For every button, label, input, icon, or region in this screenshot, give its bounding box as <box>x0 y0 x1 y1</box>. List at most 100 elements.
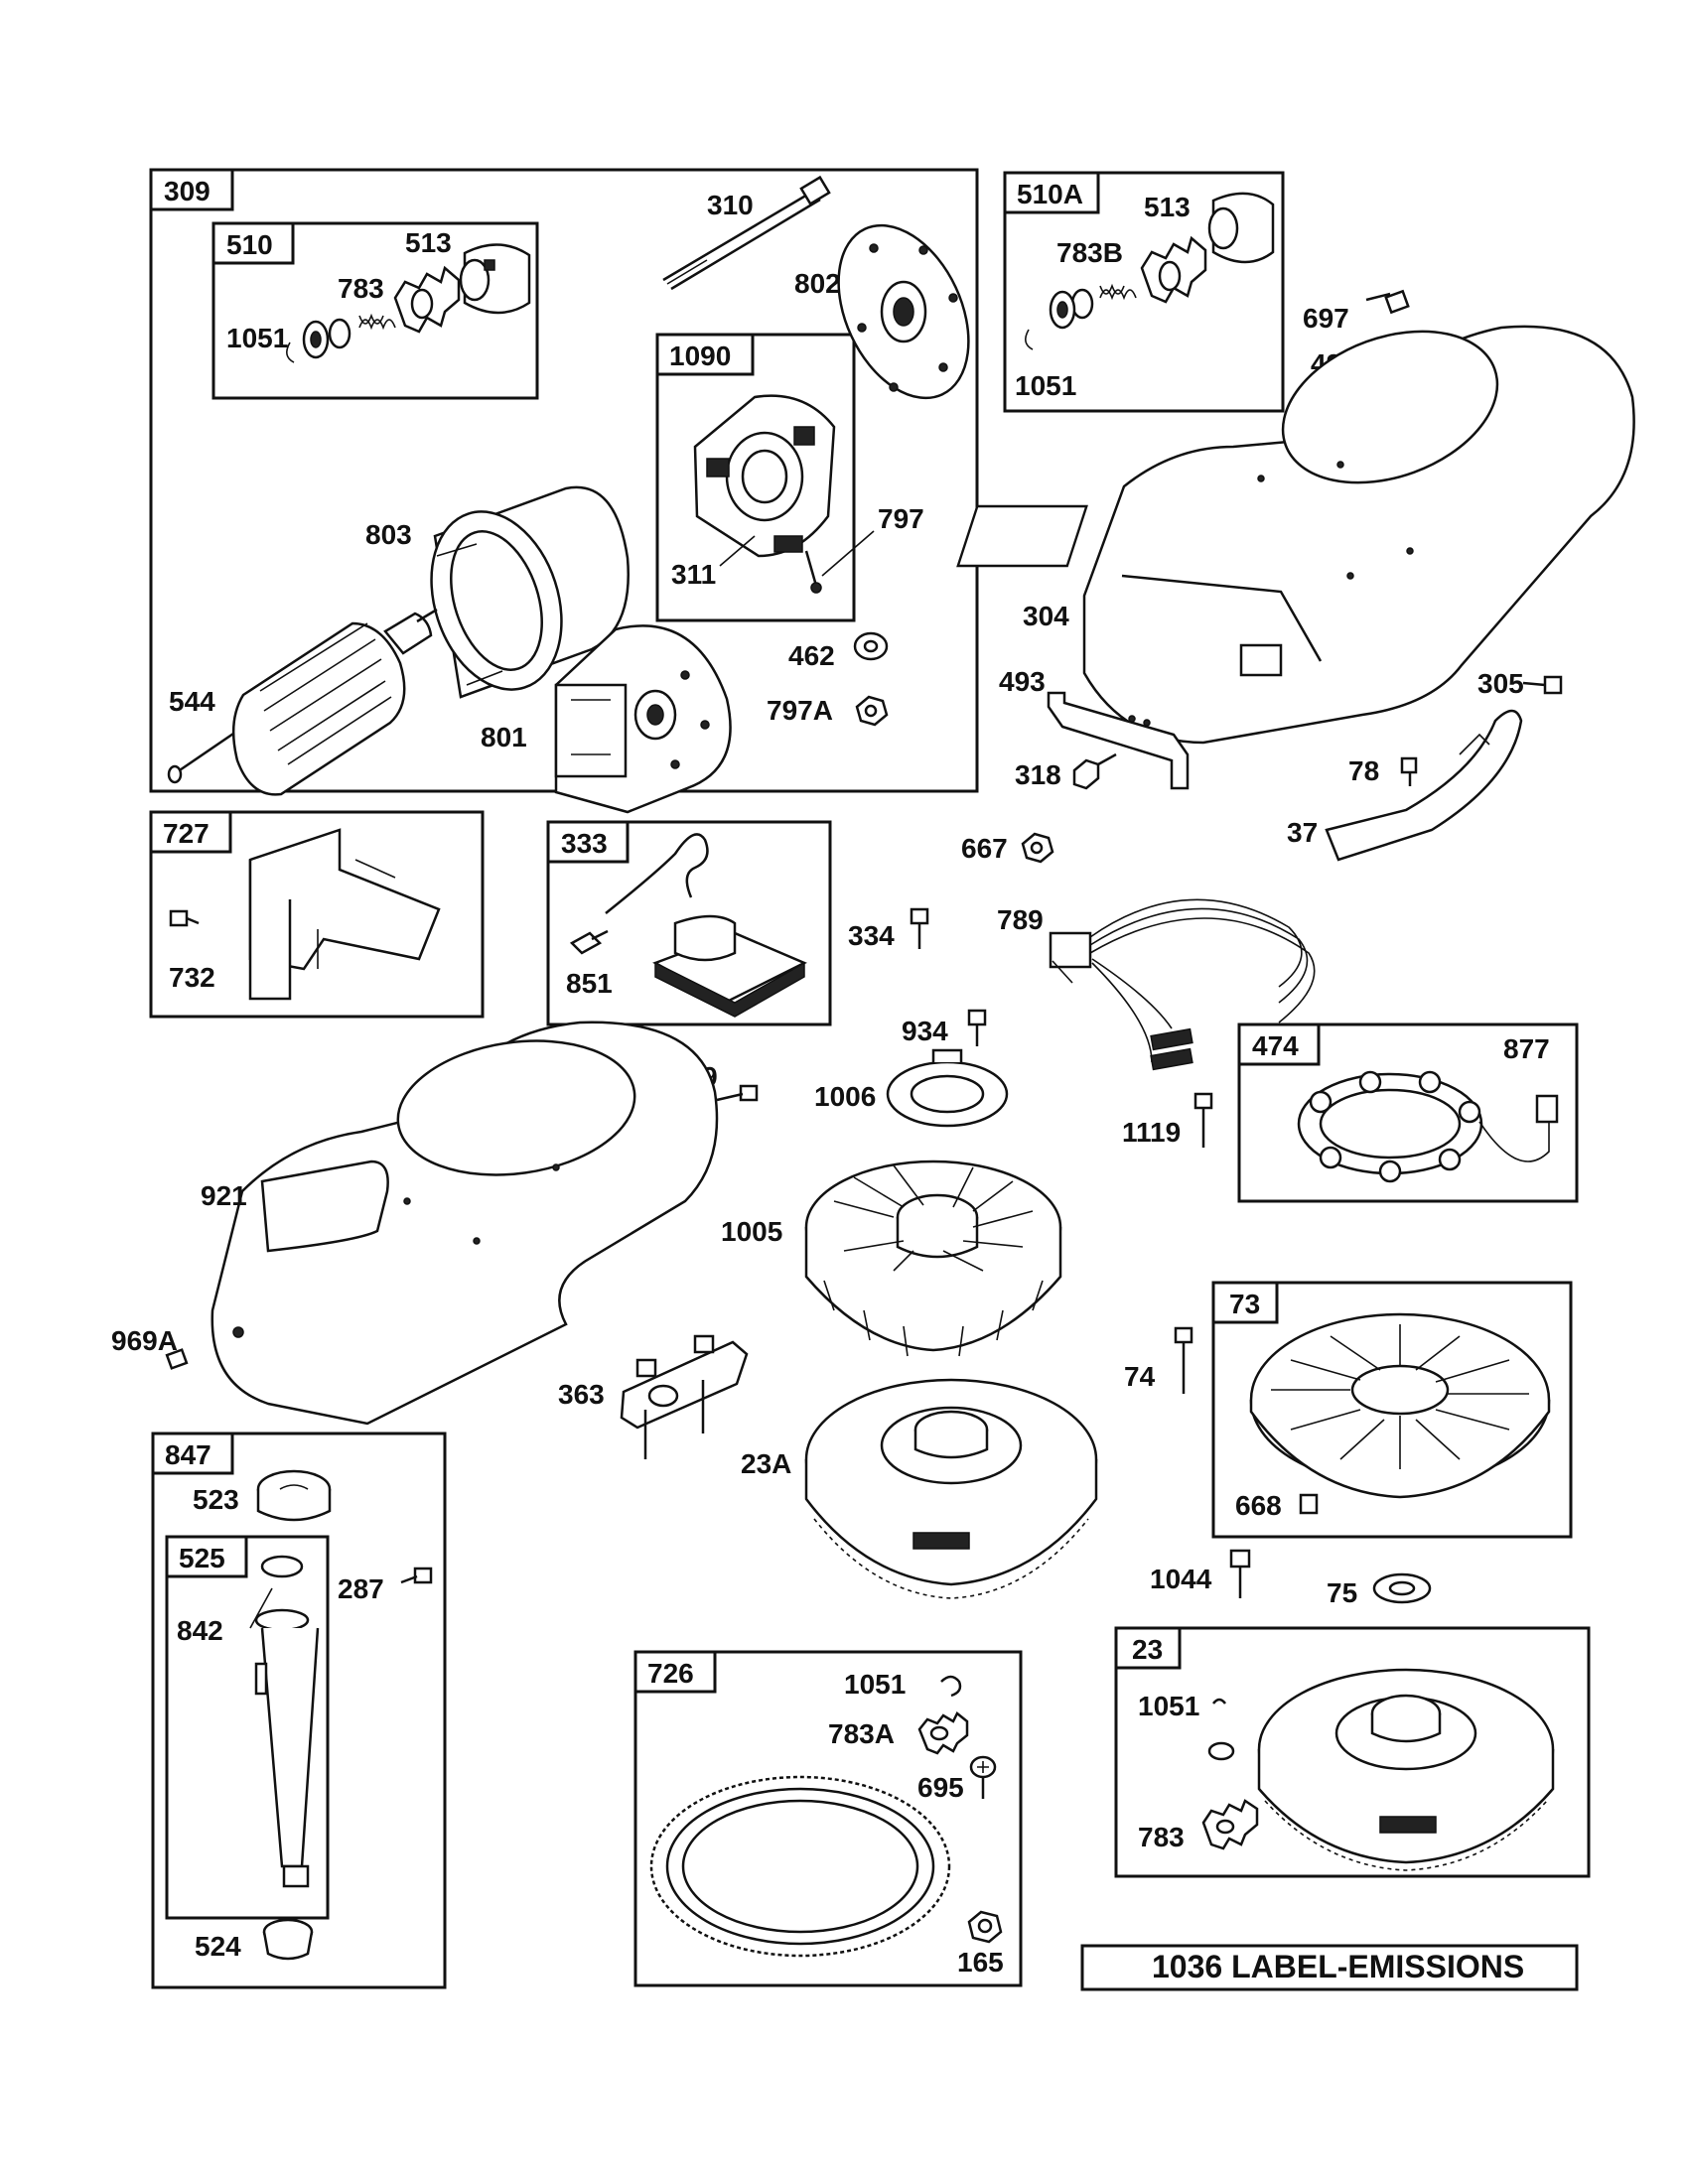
label-1006: 1006 <box>814 1081 876 1112</box>
screw-969A <box>165 1348 189 1370</box>
alternator-474 <box>1297 1070 1559 1183</box>
label-789: 789 <box>997 904 1044 935</box>
box-510: 510 <box>211 221 539 400</box>
stud-318 <box>1072 752 1117 790</box>
drive-assembly-510 <box>286 243 531 363</box>
flywheel-23 <box>1257 1668 1555 1871</box>
label-803: 803 <box>365 519 412 550</box>
screw-969 <box>716 1084 759 1102</box>
label-797A: 797A <box>767 695 833 726</box>
box-73: 73 <box>1211 1281 1573 1539</box>
label-783c: 783 <box>1138 1822 1185 1852</box>
emissions-label-banner: 1036 LABEL-EMISSIONS <box>1080 1944 1579 1991</box>
label-877: 877 <box>1503 1033 1550 1064</box>
motor-housing-803 <box>430 485 630 699</box>
label-165: 165 <box>957 1947 1004 1978</box>
box-label-73: 73 <box>1229 1289 1260 1319</box>
label-1051b: 1051 <box>1015 370 1076 401</box>
ignition-coil-333 <box>605 833 807 1018</box>
box-label-525: 525 <box>179 1543 225 1573</box>
label-363: 363 <box>558 1379 605 1410</box>
baffle-727 <box>248 828 441 1001</box>
label-74: 74 <box>1124 1361 1156 1392</box>
washer-462 <box>853 631 889 661</box>
box-label-510A: 510A <box>1017 179 1083 209</box>
label-797: 797 <box>878 503 924 534</box>
ratchet-1006 <box>886 1048 1009 1128</box>
end-plate-801 <box>554 624 732 814</box>
label-732: 732 <box>169 962 215 993</box>
label-544: 544 <box>169 686 215 717</box>
screw-78 <box>1400 756 1418 786</box>
nut-165 <box>967 1910 1003 1944</box>
box-label-847: 847 <box>165 1439 211 1470</box>
screw-668 <box>1299 1493 1319 1515</box>
screen-73 <box>1249 1312 1551 1499</box>
screw-305 <box>1522 675 1563 695</box>
screw-1119 <box>1193 1092 1213 1148</box>
retainer-1051c <box>940 1675 962 1698</box>
box-label-726: 726 <box>647 1658 694 1689</box>
box-510A: 510A <box>1003 171 1285 413</box>
label-493: 493 <box>999 666 1046 697</box>
box-label-474: 474 <box>1252 1030 1299 1061</box>
label-921: 921 <box>201 1180 247 1211</box>
box-333: 333 <box>546 820 832 1026</box>
box-label-510: 510 <box>226 229 273 260</box>
blower-housing-921 <box>210 1021 719 1426</box>
box-label-333: 333 <box>561 828 608 859</box>
box-label-727: 727 <box>163 818 210 849</box>
screw-287 <box>400 1567 433 1584</box>
through-bolt-310 <box>662 175 831 291</box>
box-727: 727 <box>149 810 485 1019</box>
label-513: 513 <box>405 227 452 258</box>
label-524: 524 <box>195 1931 241 1962</box>
label-695: 695 <box>917 1772 964 1803</box>
box-847: 847 <box>151 1432 447 1989</box>
gear-783c <box>1201 1799 1259 1850</box>
label-23A: 23A <box>741 1448 791 1479</box>
label-934: 934 <box>902 1016 948 1046</box>
label-462: 462 <box>788 640 835 671</box>
label-304: 304 <box>1023 601 1069 631</box>
label-969A: 969A <box>111 1325 178 1356</box>
fan-1005 <box>804 1160 1062 1357</box>
box-label-1090: 1090 <box>669 341 731 371</box>
label-1051c: 1051 <box>844 1669 906 1700</box>
screw-934 <box>967 1009 987 1046</box>
brush-holder-1090 <box>693 394 875 594</box>
bracket-363 <box>620 1334 749 1459</box>
screw-74 <box>1174 1326 1193 1394</box>
nut-797A <box>855 695 889 727</box>
bracket-493 <box>1047 691 1190 790</box>
blower-housing-304 <box>956 325 1635 745</box>
label-783: 783 <box>338 273 384 304</box>
box-label-23: 23 <box>1132 1634 1163 1665</box>
label-668: 668 <box>1235 1490 1282 1521</box>
label-513b: 513 <box>1144 192 1191 222</box>
nut-667 <box>1021 832 1054 864</box>
screw-695 <box>969 1755 997 1799</box>
deflector-37 <box>1325 709 1523 862</box>
label-37: 37 <box>1287 817 1318 848</box>
bolt-1044 <box>1229 1549 1251 1598</box>
label-783B: 783B <box>1056 237 1123 268</box>
label-801: 801 <box>481 722 527 752</box>
label-1119: 1119 <box>1122 1117 1181 1148</box>
end-plate-802 <box>837 223 970 400</box>
flywheel-23A <box>804 1378 1098 1599</box>
drive-assembly-510A <box>1025 192 1275 350</box>
box-726: 726 <box>633 1650 1023 1987</box>
label-697: 697 <box>1303 303 1349 334</box>
washer-75 <box>1372 1572 1432 1604</box>
label-75: 75 <box>1327 1577 1357 1608</box>
screw-732 <box>169 909 200 927</box>
label-318: 318 <box>1015 759 1061 790</box>
label-842: 842 <box>177 1615 223 1646</box>
dipstick-tube-525 <box>249 1555 320 1888</box>
box-474: 474 <box>1237 1023 1579 1203</box>
label-310: 310 <box>707 190 754 220</box>
label-1044: 1044 <box>1150 1564 1212 1594</box>
plug-851 <box>569 929 609 955</box>
